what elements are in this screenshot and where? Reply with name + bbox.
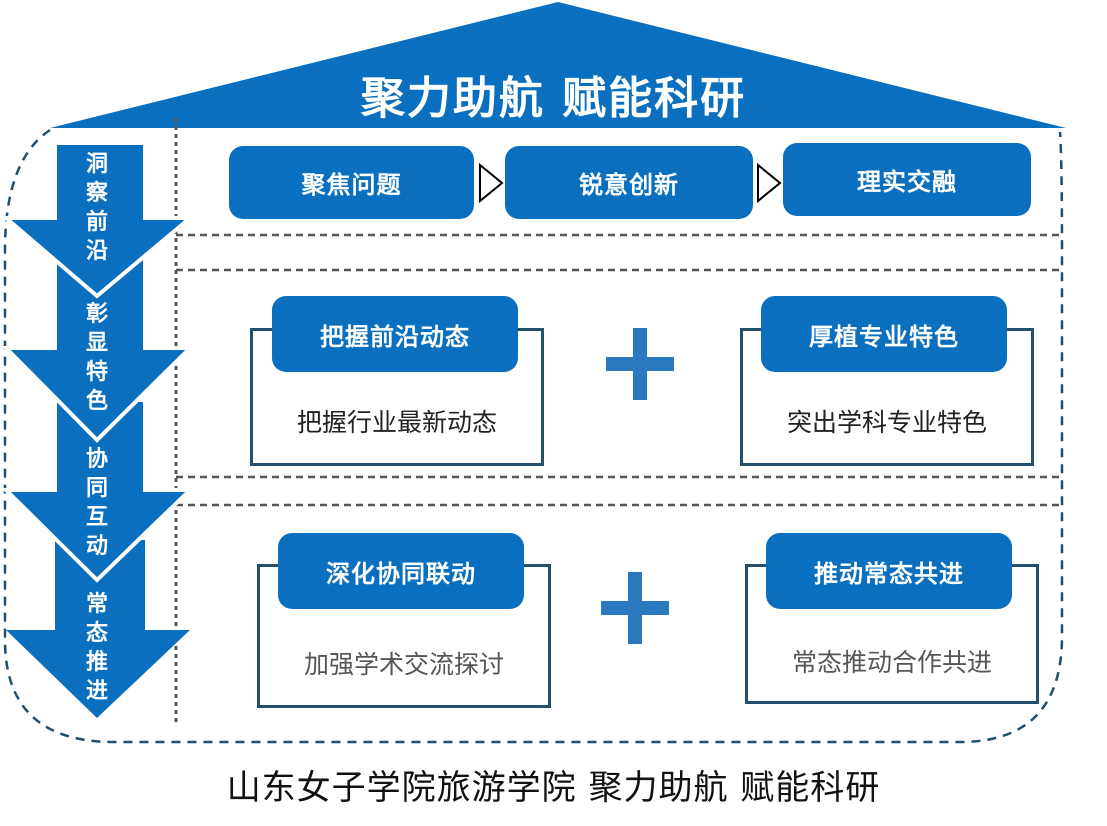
stage-arrow-icon (1, 398, 195, 583)
page-title: 聚力助航 赋能科研 (360, 73, 747, 124)
stage-char: 进 (85, 679, 108, 704)
stage-char: 前 (85, 210, 108, 235)
stage-char: 推 (85, 650, 108, 675)
stage-char: 同 (85, 476, 108, 501)
stage-char: 洞 (85, 152, 108, 177)
card-title: 深化协同联动 (278, 533, 524, 609)
roof-banner (50, 2, 1066, 128)
stage-arrow-icon (6, 540, 190, 718)
stage-char: 特 (85, 360, 108, 385)
stage-label: 洞 察 前 沿 (77, 150, 117, 266)
plus-icon (601, 572, 669, 644)
stage-char: 沿 (85, 239, 108, 264)
stage-arrow-icon (0, 141, 196, 299)
stage-char: 动 (85, 534, 108, 559)
stage-char: 彰 (85, 302, 108, 327)
flow-step: 锐意创新 (505, 146, 753, 219)
card-description: 突出学科专业特色 (786, 408, 987, 437)
stage-label: 常 态 推 进 (77, 590, 117, 706)
stage-char: 察 (85, 181, 108, 206)
stage-char: 常 (85, 592, 108, 617)
stage-char: 色 (85, 389, 108, 414)
plus-icon (606, 328, 674, 400)
stage-label: 协 同 互 动 (77, 445, 117, 561)
footer-caption: 山东女子学院旅游学院 聚力助航 赋能科研 (226, 768, 881, 808)
stage-char: 态 (85, 621, 108, 646)
flow-step: 理实交融 (783, 143, 1031, 216)
flow-chevron-icon (757, 162, 782, 204)
stage-label: 彰 显 特 色 (77, 300, 117, 416)
card-title: 把握前沿动态 (272, 296, 518, 372)
stage-arrow-icon (1, 256, 195, 443)
card-title: 厚植专业特色 (761, 296, 1007, 372)
card-description: 加强学术交流探讨 (303, 650, 504, 679)
stage-char: 协 (85, 447, 108, 472)
flow-chevron-icon (479, 162, 504, 204)
house-outline (3, 128, 1064, 744)
flow-step: 聚焦问题 (229, 146, 474, 219)
card-description: 把握行业最新动态 (296, 408, 497, 437)
stage-char: 显 (85, 331, 108, 356)
stage-char: 互 (85, 505, 108, 530)
card-title: 推动常态共进 (766, 533, 1012, 609)
card-description: 常态推动合作共进 (791, 648, 992, 677)
